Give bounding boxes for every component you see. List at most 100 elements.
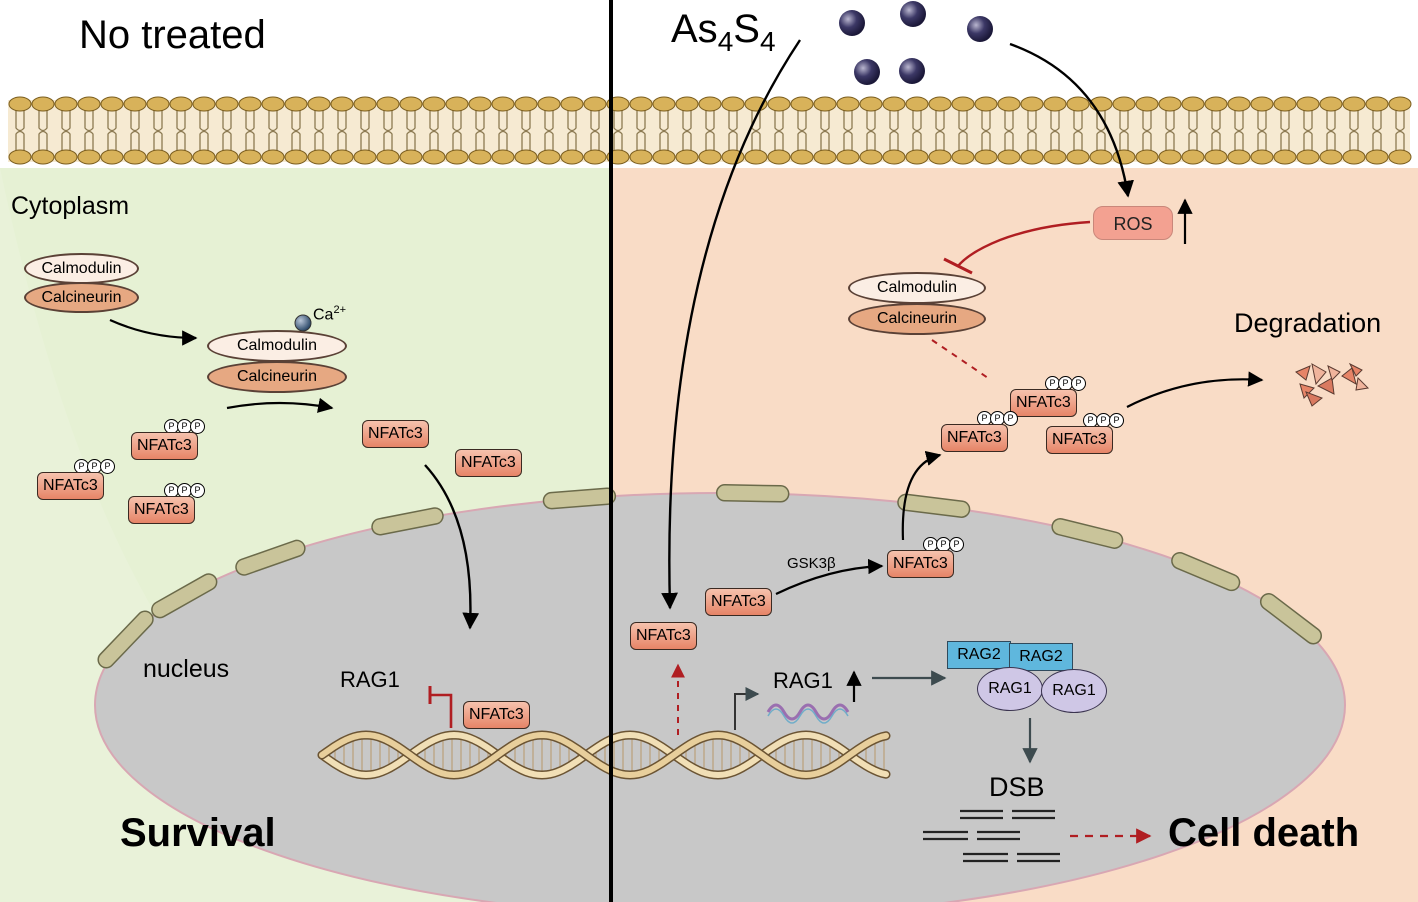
- dsb-label: DSB: [989, 772, 1045, 802]
- drug-s: S: [733, 7, 760, 51]
- dsb-breaks: [923, 809, 1060, 863]
- lipid-head: [77, 96, 101, 112]
- lipid-tail: [222, 108, 232, 132]
- nuclear-pore-segment: [897, 493, 971, 518]
- lipid-head: [491, 96, 515, 112]
- cytoplasm-label: Cytoplasm: [11, 192, 130, 220]
- lipid-head: [1112, 96, 1136, 112]
- lipid-tail: [590, 130, 600, 152]
- lipid-head: [675, 149, 699, 165]
- lipid-head: [767, 149, 791, 165]
- lipid-head: [675, 96, 699, 112]
- rag1-protein: RAG1: [1041, 669, 1107, 713]
- lipid-tail: [383, 108, 393, 132]
- lipid-tail: [1326, 108, 1336, 132]
- lipid-tail: [1257, 130, 1267, 152]
- lipid-tail: [1280, 108, 1290, 132]
- lipid-head: [54, 96, 78, 112]
- calcium-label: Ca2+: [313, 305, 346, 323]
- as4s4-particle: [900, 1, 926, 27]
- lipid-tail: [429, 130, 439, 152]
- phospho-mark: P: [1109, 413, 1124, 428]
- lipid-tail: [981, 108, 991, 132]
- lipid-tail: [61, 130, 71, 152]
- lipid-tail: [544, 108, 554, 132]
- lipid-tail: [820, 108, 830, 132]
- lipid-head: [905, 149, 929, 165]
- lipid-tail: [1395, 108, 1405, 132]
- nfatc3-phosphorylated-cyto: NFATc3: [941, 424, 1008, 452]
- lipid-head: [537, 149, 561, 165]
- lipid-head: [445, 149, 469, 165]
- lipid-head: [698, 96, 722, 112]
- nfatc3-released: NFATc3: [630, 622, 697, 650]
- lipid-head: [951, 149, 975, 165]
- lipid-head: [813, 96, 837, 112]
- lipid-head: [859, 149, 883, 165]
- lipid-tail: [383, 130, 393, 152]
- lipid-tail: [268, 130, 278, 152]
- lipid-tail: [544, 130, 554, 152]
- nuclear-pore-segment: [371, 507, 444, 536]
- lipid-tail: [1303, 130, 1313, 152]
- nuclear-pore-segment: [151, 573, 218, 619]
- arrow-dephosphorylation: [226, 397, 334, 413]
- lipid-head: [261, 96, 285, 112]
- lipid-head: [31, 96, 55, 112]
- lipid-tail: [1004, 108, 1014, 132]
- lipid-head: [192, 149, 216, 165]
- lipid-tail: [84, 130, 94, 152]
- lipid-head: [997, 96, 1021, 112]
- lipid-tail: [866, 130, 876, 152]
- lipid-head: [1066, 96, 1090, 112]
- lipid-head: [560, 96, 584, 112]
- lipid-head: [974, 96, 998, 112]
- lipid-tail: [1027, 130, 1037, 152]
- lipid-tail: [360, 130, 370, 152]
- lipid-tail: [84, 108, 94, 132]
- lipid-head: [100, 149, 124, 165]
- lipid-tail: [1073, 130, 1083, 152]
- lipid-tail: [291, 108, 301, 132]
- lipid-head: [813, 149, 837, 165]
- lipid-head: [1342, 96, 1366, 112]
- lipid-head: [1296, 96, 1320, 112]
- lipid-head: [1388, 149, 1412, 165]
- lipid-head: [330, 149, 354, 165]
- lipid-tail: [889, 108, 899, 132]
- lipid-tail: [1211, 108, 1221, 132]
- nuclear-pore-segment: [235, 539, 306, 576]
- lipid-tail: [705, 108, 715, 132]
- lipid-tail: [866, 108, 876, 132]
- lipid-head: [997, 149, 1021, 165]
- rag1-mrna: [766, 703, 850, 721]
- nfatc3-phosphorylated-cyto: NFATc3: [1046, 426, 1113, 454]
- lipid-tail: [199, 130, 209, 152]
- drug-sub-1: 4: [717, 26, 734, 57]
- lipid-head: [951, 96, 975, 112]
- lipid-tail: [1188, 130, 1198, 152]
- lipid-head: [1250, 96, 1274, 112]
- lipid-tail: [728, 108, 738, 132]
- lipid-tail: [452, 108, 462, 132]
- lipid-tail: [337, 108, 347, 132]
- rag1-inhibition-line: [430, 693, 453, 728]
- lipid-tail: [705, 130, 715, 152]
- lipid-head: [422, 96, 446, 112]
- lipid-tail: [1257, 108, 1267, 132]
- lipid-tail: [498, 108, 508, 132]
- lipid-tail: [1004, 130, 1014, 152]
- lipid-tail: [682, 130, 692, 152]
- lipid-head: [836, 149, 860, 165]
- lipid-head: [928, 149, 952, 165]
- lipid-head: [491, 149, 515, 165]
- lipid-tail: [728, 130, 738, 152]
- nfatc3-dephosphorylated: NFATc3: [455, 449, 522, 477]
- calcineurin-pill: Calcineurin: [24, 282, 139, 313]
- lipid-head: [123, 149, 147, 165]
- lipid-head: [583, 149, 607, 165]
- lipid-tail: [521, 108, 531, 132]
